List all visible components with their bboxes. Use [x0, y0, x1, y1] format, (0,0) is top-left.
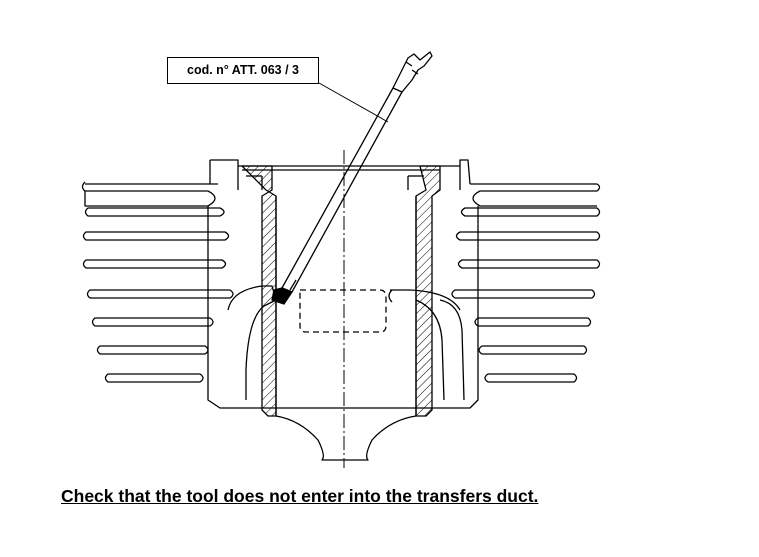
- left-cooling-fins: [81, 181, 234, 383]
- cylinder-body: [207, 159, 479, 409]
- transfer-ducts: [227, 285, 465, 401]
- tool-code-label: cod. n° ATT. 063 / 3: [167, 57, 319, 84]
- cylinder-liner: [241, 165, 441, 417]
- tool-att-063-3: [271, 51, 433, 305]
- right-cooling-fins: [451, 183, 601, 383]
- callout-leader-line: [318, 82, 389, 123]
- instruction-caption: Check that the tool does not enter into …: [61, 486, 539, 506]
- crankcase-bottom: [275, 415, 417, 461]
